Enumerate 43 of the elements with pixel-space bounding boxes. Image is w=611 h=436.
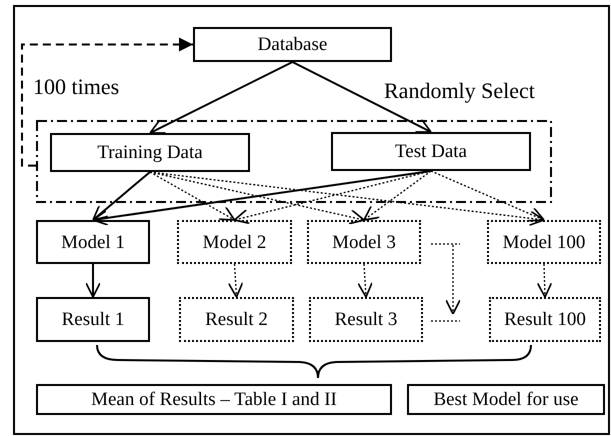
arrow	[92, 170, 432, 226]
process-box	[331, 132, 531, 171]
box-label: Result 2	[205, 310, 268, 329]
box-label: Test Data	[394, 142, 467, 161]
arrow	[21, 38, 193, 167]
arrow	[292, 61, 432, 133]
process-box	[307, 220, 421, 264]
box-label: Mean of Results – Table I and II	[91, 390, 337, 409]
arrow	[228, 264, 244, 298]
process-box	[36, 297, 150, 342]
box-label: Result 1	[62, 310, 124, 329]
box-label: Model 2	[202, 232, 266, 252]
process-box	[407, 384, 605, 415]
process-box	[36, 384, 392, 415]
arrow	[234, 170, 432, 224]
annotation-text: Randomly Select	[384, 80, 535, 102]
arrow	[536, 264, 552, 298]
process-box	[193, 27, 392, 62]
process-box	[309, 297, 423, 342]
box-label: Database	[258, 35, 328, 54]
arrow	[150, 171, 365, 225]
arrow	[149, 61, 293, 134]
group-frame	[36, 120, 552, 203]
box-label: Result 3	[334, 310, 398, 329]
arrow	[85, 264, 101, 298]
box-label: Model 1	[61, 232, 125, 252]
process-box	[489, 297, 601, 342]
box-label: Model 3	[332, 232, 396, 252]
arrow	[357, 264, 373, 298]
arrow	[150, 171, 545, 226]
process-box	[177, 220, 292, 264]
box-label: Best Model for use	[433, 390, 579, 409]
box-label: Training Data	[97, 143, 203, 162]
box-label: Model 100	[502, 232, 586, 252]
process-box	[487, 220, 601, 264]
box-label: Result 100	[504, 310, 586, 329]
arrow	[363, 170, 432, 221]
arrow	[92, 171, 151, 221]
process-box	[36, 220, 150, 264]
process-box	[50, 133, 250, 172]
process-box	[179, 297, 294, 342]
arrow	[150, 171, 236, 221]
arrow	[430, 170, 545, 222]
